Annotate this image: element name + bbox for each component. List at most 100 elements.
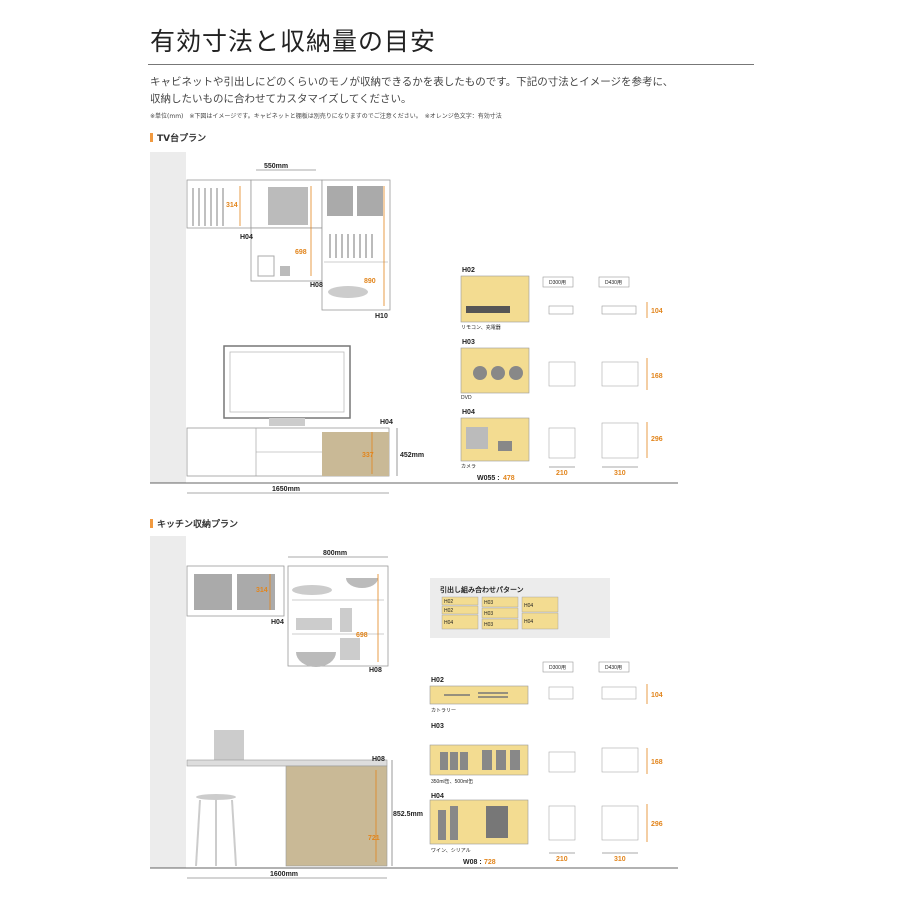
tv-dim-310: 310: [614, 470, 626, 477]
tv-d300-label: D300用: [549, 280, 566, 286]
tv-h04-cabinet: [186, 179, 252, 229]
tv-drawer-h03-label: H03: [462, 339, 475, 346]
kitchen-dim-314: 314: [256, 587, 268, 594]
pattern-title: 引出し組み合わせパターン: [440, 585, 524, 594]
rice-bowls: [296, 652, 336, 667]
tv-dim-698: 698: [295, 249, 307, 256]
pattern-c2-r2: H03: [484, 611, 493, 617]
wine-bottles-icon: [438, 806, 458, 840]
kitchen-plan-diagram: 800mm 314 698 H04 H08 H08 721 852.5mm 16…: [150, 536, 678, 879]
tv-drawer-h04-label: H04: [462, 409, 475, 416]
tv-dim-104: 104: [651, 308, 663, 315]
tv-w055-label: W055 :: [477, 475, 500, 482]
stool-legs: [195, 799, 237, 867]
kitchen-label-h04: H04: [271, 619, 284, 626]
basket-right: [357, 186, 383, 216]
small-box: [280, 266, 290, 276]
camera-box: [466, 427, 488, 449]
description-line-1: キャビネットや引出しにどのくらいのモノが収納できるかを表したものです。下記の寸法…: [150, 76, 674, 88]
kitchen-dim-310: 310: [614, 856, 626, 863]
tv-plan-heading: TV台プラン: [150, 131, 206, 144]
kitchen-h08-base-cabinet: [285, 765, 388, 867]
kitchen-dim-104: 104: [651, 692, 663, 699]
book-spines: [192, 188, 224, 226]
kitchen-w08-value: 728: [484, 859, 496, 866]
kitchen-drawer-h02: [429, 685, 529, 705]
kitchen-dim-296: 296: [651, 821, 663, 828]
glass: [340, 608, 352, 632]
storage-box: [268, 187, 308, 225]
kitchen-width-800: 800mm: [323, 550, 347, 557]
title-rule: [148, 64, 754, 65]
kitchen-drawer-h04-label: H04: [431, 793, 444, 800]
plate: [292, 585, 332, 595]
heading-marker: [150, 519, 153, 528]
tv-dim-314: 314: [226, 202, 238, 209]
kitchen-d300-label: D300用: [549, 665, 566, 671]
tv-width-550: 550mm: [264, 163, 288, 170]
pattern-c2-r1: H03: [484, 600, 493, 606]
tv-wall: [150, 152, 186, 483]
tv-caption-camera: カメラ: [461, 464, 476, 470]
photo-frame: [257, 255, 275, 277]
tv-label-h10: H10: [375, 313, 388, 320]
pitcher: [214, 730, 244, 760]
tv-dim-210: 210: [556, 470, 568, 477]
tv-label-h08: H08: [310, 282, 323, 289]
description-line-2: 収納したいものに合わせてカスタマイズしてください。: [150, 93, 412, 105]
cups: [296, 618, 332, 630]
remote-icon: [466, 306, 510, 313]
kitchen-drawer-details: D300用 D430用 H02 カトラリー 104 H03 350ml缶、500…: [429, 661, 663, 866]
kitchen-dim-210: 210: [556, 856, 568, 863]
stool-seat: [196, 794, 236, 800]
kitchen-plan-heading-text: キッチン収納プラン: [157, 520, 239, 530]
tv-wall-cabinets: [186, 169, 391, 311]
tv-drawer-h02-label: H02: [462, 267, 475, 274]
kitchen-drawer-h04: [429, 799, 529, 845]
tv-dim-168: 168: [651, 373, 663, 380]
tv-w055-value: 478: [503, 475, 515, 482]
tv-caption-dvd: DVD: [461, 395, 472, 401]
jar: [340, 638, 360, 660]
dvd-icon: [473, 366, 487, 380]
kitchen-dim-168: 168: [651, 759, 663, 766]
tv-dim-890: 890: [364, 278, 376, 285]
kitchen-wall: [150, 536, 186, 868]
kitchen-caption-cutlery: カトラリー: [431, 708, 456, 714]
pattern-c3-r2: H04: [524, 619, 533, 625]
fruit-bowl: [328, 286, 368, 298]
tv-height-452: 452mm: [400, 452, 424, 459]
cd-spines: [329, 234, 373, 258]
tv-base-wood-door: [322, 432, 389, 476]
bowl: [346, 578, 378, 588]
kitchen-w08-label: W08 :: [463, 859, 482, 866]
basket-left: [327, 186, 353, 216]
kitchen-width-1600: 1600mm: [270, 871, 298, 878]
unit-note: ※単位(mm) ※下図はイメージです。キャビネットと棚板は別売りになりますのでご…: [150, 113, 502, 120]
kitchen-caption-wine: ワイン、シリアル: [431, 848, 471, 854]
kitchen-drawer-h02-label: H02: [431, 677, 444, 684]
kitchen-label-h08-top: H08: [369, 667, 382, 674]
tv-caption-remote: リモコン、充電器: [461, 324, 501, 331]
tv-stand: [269, 418, 305, 426]
kitchen-dim-698: 698: [356, 632, 368, 639]
tv-plan-heading-text: TV台プラン: [157, 134, 207, 144]
drawer-pattern-panel: 引出し組み合わせパターン H02 H02 H04 H03 H03 H03 H04…: [430, 578, 610, 638]
kitchen-plan-heading: キッチン収納プラン: [150, 517, 238, 530]
tv-width-1650: 1650mm: [272, 486, 300, 493]
tv-drawer-h02: [460, 275, 530, 323]
cans-icon: [440, 750, 520, 770]
tv-drawer-details: H02 リモコン、充電器 D300用 D430用 104 H03 DVD 168…: [460, 267, 663, 482]
kitchen-dim-721: 721: [368, 835, 380, 842]
cutlery-icon: [444, 692, 508, 698]
wire-basket-left: [194, 574, 232, 610]
description: キャビネットや引出しにどのくらいのモノが収納できるかを表したものです。下記の寸法…: [150, 74, 673, 108]
pattern-c3-r1: H04: [524, 603, 533, 609]
page-title: 有効寸法と収納量の目安: [150, 27, 437, 56]
kitchen-drawer-h03-label: H03: [431, 723, 444, 730]
tv-d430-label: D430用: [605, 280, 622, 286]
pattern-c1-r2: H02: [444, 608, 453, 614]
counter-top: [186, 759, 388, 767]
tv-dim-337: 337: [362, 452, 374, 459]
